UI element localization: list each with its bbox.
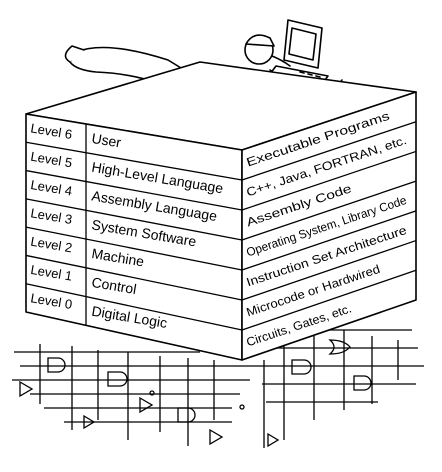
front-divider: [25, 169, 243, 211]
front-divider: [25, 254, 243, 301]
level-number: Level 2: [30, 234, 74, 256]
side-divider: [241, 269, 417, 331]
level-number: Level 3: [30, 205, 74, 227]
levels-block: [25, 61, 417, 361]
level-number: Level 6: [30, 120, 74, 142]
front-divider: [25, 283, 243, 331]
side-divider: [241, 121, 417, 181]
level-number: Level 4: [30, 177, 74, 199]
side-divider: [241, 210, 417, 271]
level-number: Level 5: [30, 149, 74, 171]
side-divider: [241, 239, 417, 301]
front-divider: [25, 226, 243, 271]
side-divider: [241, 150, 417, 211]
front-divider: [25, 141, 243, 181]
level-number: Level 0: [30, 290, 74, 312]
front-divider: [25, 198, 243, 241]
side-divider: [241, 180, 417, 241]
block-side-face: [241, 91, 417, 361]
level-number: Level 1: [30, 262, 74, 284]
level-name: User: [91, 130, 123, 151]
level-name: Control: [91, 274, 138, 297]
